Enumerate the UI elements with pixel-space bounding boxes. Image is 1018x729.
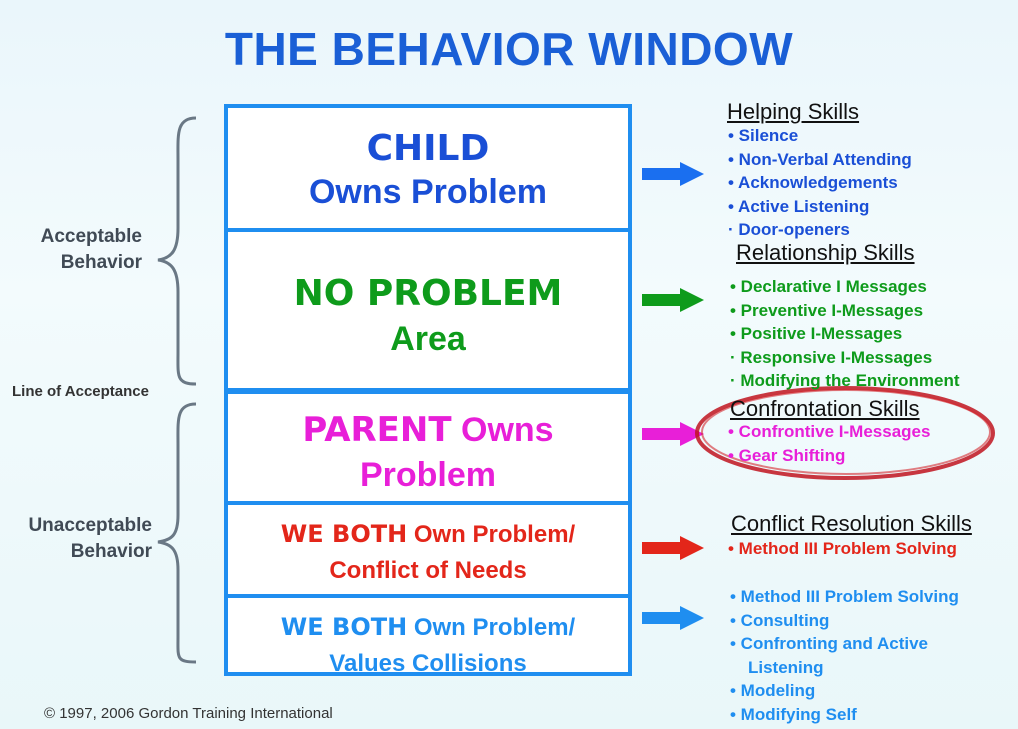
list-item: • Gear Shifting (728, 445, 846, 465)
pane-conflict-of-needs: WE BOTH Own Problem/ Conflict of Needs (228, 520, 628, 600)
list-item: • Active Listening (728, 196, 870, 216)
we-both-label: WE BOTH (280, 520, 408, 548)
parent-label: PARENT (302, 410, 452, 450)
arrow-conflict (642, 536, 704, 560)
window-divider (228, 228, 628, 232)
confrontation-skills-heading: Confrontation Skills (730, 396, 920, 421)
list-item: Listening (748, 657, 824, 677)
relationship-skills-list: • Declarative I Messages • Preventive I-… (730, 275, 960, 393)
no-problem-label: NO PROBLEM (293, 273, 563, 314)
list-item: • Confronting and Active (730, 634, 928, 653)
arrow-values (642, 606, 704, 630)
pane-no-problem: NO PROBLEM Area (228, 273, 628, 383)
list-item: • Confrontive I-Messages (728, 422, 931, 441)
own-problem-label: Own Problem/ (407, 614, 576, 641)
values-collisions-label: Values Collisions (329, 650, 527, 677)
acceptable-text: Acceptable (40, 226, 142, 247)
list-item: • Method III Problem Solving (728, 539, 957, 558)
list-item: • Modifying Self (730, 704, 857, 724)
window-divider (228, 594, 628, 598)
problem-label: Problem (359, 456, 497, 494)
conflict-of-needs-label: Conflict of Needs (329, 557, 527, 584)
unacceptable-text: Unacceptable (28, 515, 152, 536)
list-item: · Responsive I-Messages (730, 347, 933, 367)
own-problem-label: Own Problem/ (407, 521, 576, 548)
list-item: • Declarative I Messages (730, 277, 927, 296)
unacceptable-brace (157, 402, 197, 664)
window-divider (228, 501, 628, 505)
owns-label: Owns (451, 411, 554, 449)
list-item: · Door-openers (728, 220, 850, 239)
list-item: • Silence (728, 126, 799, 145)
values-skills-list: • Method III Problem Solving • Consultin… (730, 585, 959, 726)
pane-parent-owns-problem: PARENT Owns Problem (228, 410, 628, 510)
acceptable-brace (157, 116, 197, 386)
conflict-resolution-skills-heading: Conflict Resolution Skills (731, 511, 972, 536)
pane-child-owns-problem: CHILD Owns Problem (228, 128, 628, 238)
child-label: CHILD (366, 128, 490, 169)
helping-skills-heading: Helping Skills (727, 99, 860, 124)
behavior-text: Behavior (70, 541, 152, 562)
area-label: Area (390, 320, 466, 358)
line-of-acceptance-label: Line of Acceptance (12, 383, 149, 400)
arrow-no-problem (642, 288, 704, 312)
behavior-window: CHILD Owns Problem NO PROBLEM Area PAREN… (224, 104, 632, 677)
pane-values-collisions: WE BOTH Own Problem/ Values Collisions (228, 613, 628, 683)
we-both-label: WE BOTH (280, 613, 408, 641)
conflict-resolution-skills-list: • Method III Problem Solving (728, 537, 957, 561)
list-item: • Method III Problem Solving (730, 587, 959, 606)
owns-problem-label: Owns Problem (308, 173, 548, 211)
acceptable-behavior-label: Acceptable Behavior (0, 224, 142, 276)
arrow-child (642, 162, 704, 186)
behavior-text: Behavior (60, 252, 142, 273)
confrontation-skills-list: • Confrontive I-Messages • Gear Shifting (728, 420, 930, 467)
list-item: • Acknowledgements (728, 173, 898, 192)
helping-skills-list: • Silence • Non-Verbal Attending • Ackno… (728, 124, 912, 242)
list-item: • Non-Verbal Attending (728, 149, 912, 169)
relationship-skills-heading: Relationship Skills (736, 240, 915, 265)
unacceptable-behavior-label: Unacceptable Behavior (0, 513, 152, 565)
copyright-footer: © 1997, 2006 Gordon Training Internation… (44, 705, 333, 722)
line-of-acceptance-divider (228, 388, 628, 394)
list-item: · Modifying the Environment (730, 371, 960, 390)
list-item: • Consulting (730, 610, 830, 630)
list-item: • Positive I-Messages (730, 324, 903, 343)
list-item: • Preventive I-Messages (730, 300, 924, 320)
page-title: THE BEHAVIOR WINDOW (224, 23, 794, 75)
list-item: • Modeling (730, 681, 816, 700)
arrow-parent (642, 422, 704, 446)
